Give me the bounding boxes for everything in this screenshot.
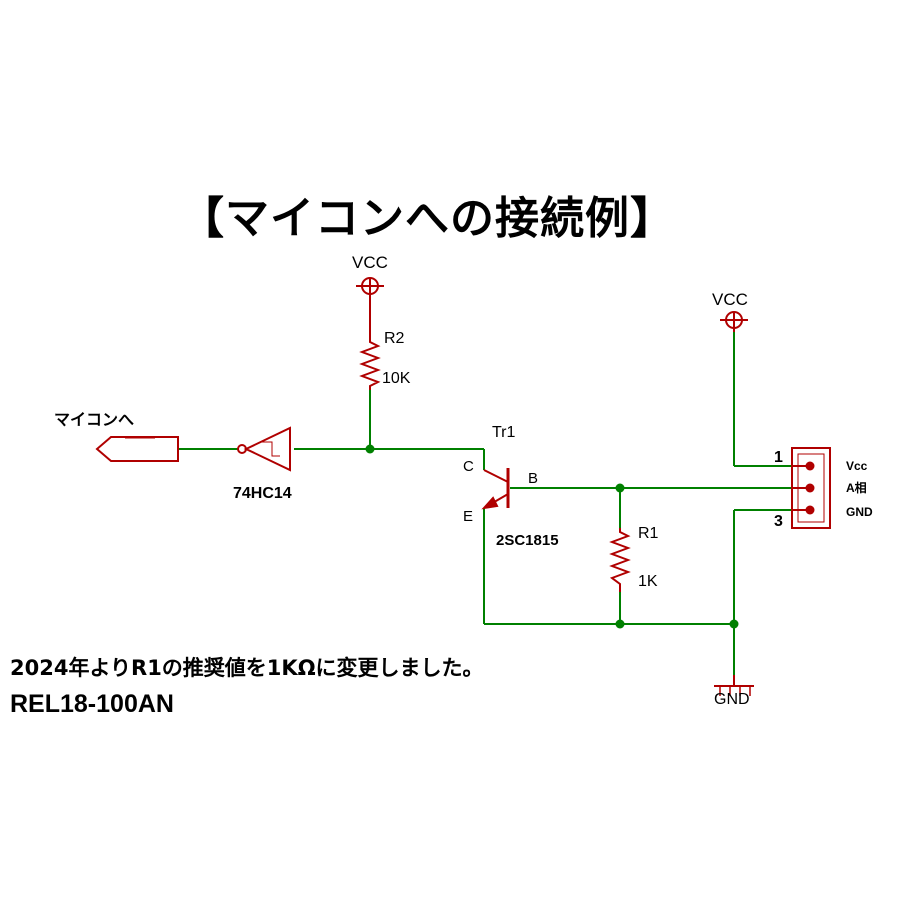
r2-name-label: R2 [384,330,405,347]
connector-pin-dot [805,505,815,515]
connector-pin-number-last: 3 [774,513,783,530]
r2-symbol [359,336,381,390]
junction-dot [365,444,375,454]
page-title: 【マイコンへの接続例】 [180,193,675,244]
junction-dot [615,483,625,493]
transistor-name-label: Tr1 [492,424,516,441]
junctions [365,444,739,629]
transistor-part-label: 2SC1815 [496,532,559,549]
connector-pin-dot [805,483,815,493]
inverter-symbol [243,426,291,472]
r1-value-label: 1K [638,573,658,590]
transistor-emitter-arrow [481,496,499,510]
r1-name-label: R1 [638,525,659,542]
transistor-collector [483,469,509,483]
components [95,277,831,696]
connector-pin-label-vcc: Vcc [846,459,868,473]
junction-dot [729,619,739,629]
r2-value-label: 10K [382,370,411,387]
connector-pin-label-gnd: GND [846,505,873,519]
pin-c-label: C [463,458,474,475]
vcc-left-label: VCC [352,253,388,272]
gnd-label: GND [714,691,750,708]
connector-pin-number-first: 1 [774,449,783,466]
inverter-label: 74HC14 [233,485,292,502]
input-port-symbol [95,436,179,462]
change-note: 2024年よりR1の推奨値を1KΩに変更しました。 [10,656,484,680]
pin-e-label: E [463,508,473,525]
r1-symbol [609,528,631,592]
inverter-hysteresis [262,441,280,457]
pin-b-label: B [528,470,538,487]
connector-pin-label-a: A相 [846,480,867,495]
input-port-label: マイコンへ [54,412,134,429]
connector-pins [805,461,815,515]
junction-dot [615,619,625,629]
vcc-right-label: VCC [712,290,748,309]
model-number: REL18-100AN [10,690,174,718]
connector-pin-dot [805,461,815,471]
